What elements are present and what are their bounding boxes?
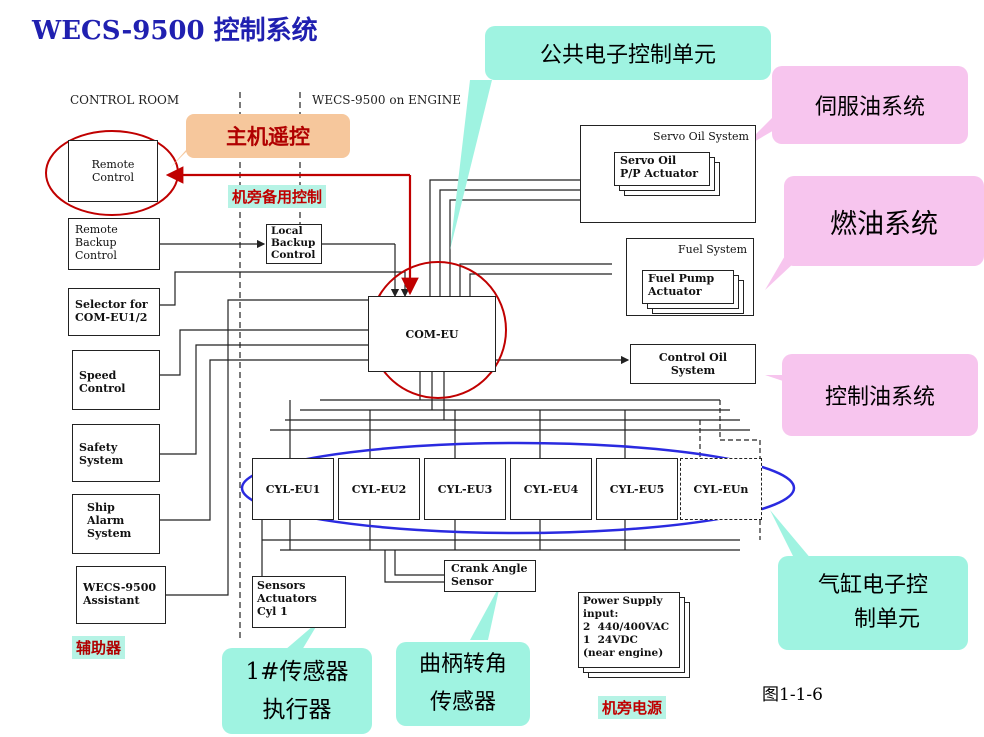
servo-actuator-box: Servo Oil P/P Actuator (614, 152, 710, 186)
speed-control-box: Speed Control (72, 350, 160, 410)
control-oil-system-box: Control Oil System (630, 344, 756, 384)
engine-header: WECS-9500 on ENGINE (312, 93, 461, 107)
remote-backup-box: Remote Backup Control (68, 218, 160, 270)
ship-alarm-box: Ship Alarm System (72, 494, 160, 554)
safety-system-box: Safety System (72, 424, 160, 482)
main-remote-callout: 主机遥控 (186, 114, 350, 158)
com-eu-box: COM-EU (368, 296, 496, 372)
cyl-eu-highlight-ellipse (240, 441, 796, 535)
sensor1-callout: 1#传感器 执行器 (222, 648, 372, 734)
fuel-callout: 燃油系统 (784, 176, 984, 266)
sensors-actuators-box: Sensors Actuators Cyl 1 (252, 576, 346, 628)
servo-callout: 伺服油系统 (772, 66, 968, 144)
servo-oil-system-label: Servo Oil System (653, 130, 749, 143)
control-oil-callout: 控制油系统 (782, 354, 978, 436)
figure-label: 图1-1-6 (762, 685, 823, 705)
local-backup-box: Local Backup Control (266, 224, 322, 264)
assistant-label: 辅助器 (72, 636, 126, 659)
crank-angle-sensor-box: Crank Angle Sensor (444, 560, 536, 592)
cyl-eu-box-n: CYL-EUn (680, 458, 762, 520)
cyl-unit-callout: 气缸电子控 制单元 (778, 556, 968, 650)
selector-box: Selector for COM-EU1/2 (68, 288, 160, 336)
fuel-system-label: Fuel System (678, 243, 747, 256)
cyl-eu-box-3: CYL-EU3 (424, 458, 506, 520)
remote-control-highlight-ellipse (45, 130, 179, 216)
page-title: WECS-9500 控制系统 (32, 16, 318, 46)
remote-control-box: Remote Control (68, 140, 158, 202)
backup-local-label: 机旁备用控制 (228, 185, 327, 208)
crank-pointer (470, 585, 500, 640)
common-unit-pointer (450, 80, 492, 250)
common-unit-callout: 公共电子控制单元 (485, 26, 771, 80)
crank-callout: 曲柄转角 传感器 (396, 642, 530, 726)
control-room-header: CONTROL ROOM (70, 93, 180, 107)
assistant-box: WECS-9500 Assistant (76, 566, 166, 624)
cyl-eu-box-4: CYL-EU4 (510, 458, 592, 520)
cyl-eu-box-5: CYL-EU5 (596, 458, 678, 520)
cyl-pointer (770, 510, 812, 560)
power-supply-box: Power Supply input: 2 440/400VAC 1 24VDC… (578, 592, 680, 668)
cyl-eu-box-2: CYL-EU2 (338, 458, 420, 520)
cyl-eu-box-1: CYL-EU1 (252, 458, 334, 520)
power-label: 机旁电源 (598, 696, 667, 719)
fuel-pump-actuator-box: Fuel Pump Actuator (642, 270, 734, 304)
